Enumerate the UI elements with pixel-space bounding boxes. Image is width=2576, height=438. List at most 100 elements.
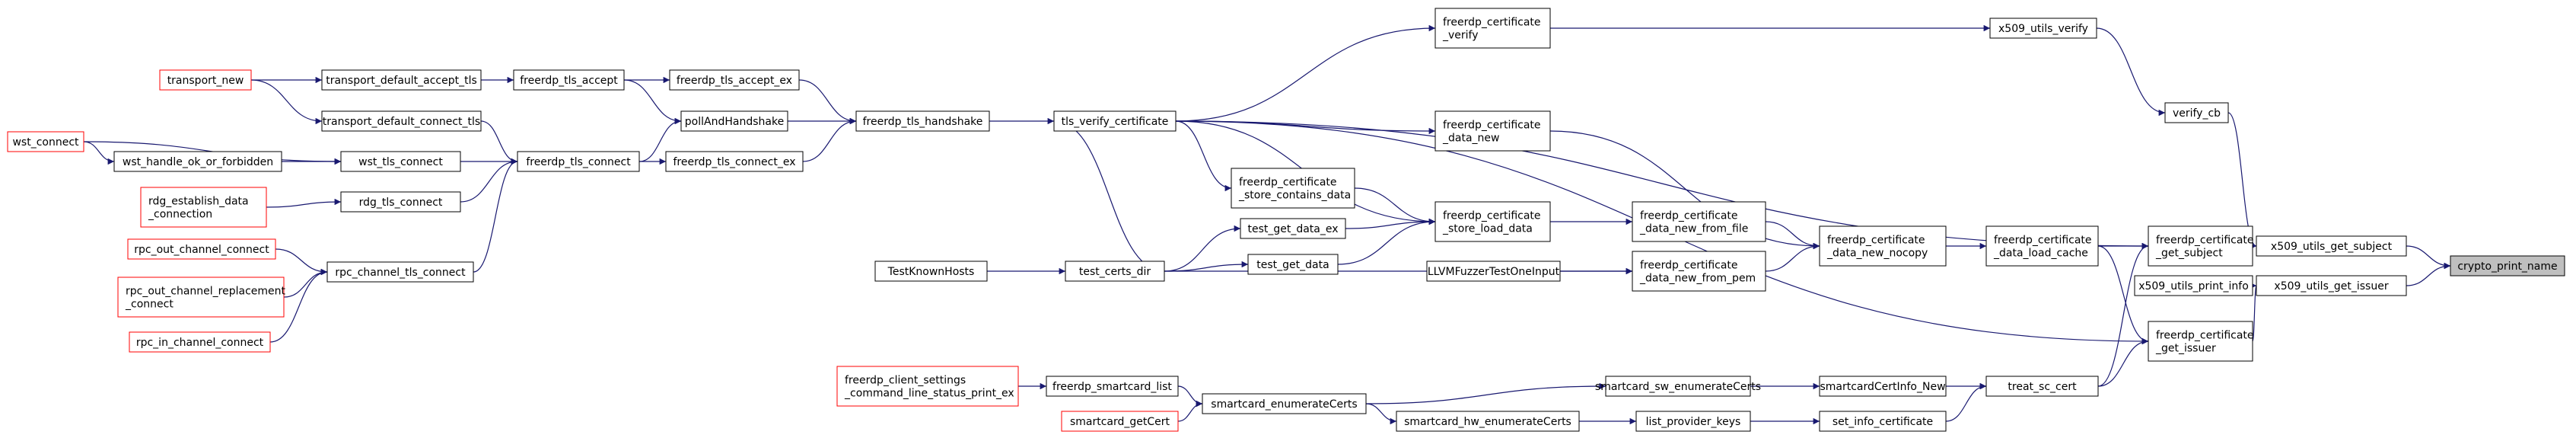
node-box-smartcard_enumerateCerts[interactable] [1202, 393, 1367, 414]
node-x509_utils_print_info[interactable]: x509_utils_print_info [2134, 275, 2253, 296]
node-box-TestKnownHosts[interactable] [874, 261, 988, 282]
node-box-smartcardCertInfo_New[interactable] [1819, 376, 1947, 397]
node-treat_sc_cert[interactable]: treat_sc_cert [1985, 376, 2099, 397]
node-box-test_get_data[interactable] [1247, 254, 1339, 275]
node-transport_new[interactable]: transport_new [159, 69, 252, 91]
node-box-crypto_print_name[interactable] [2450, 255, 2565, 277]
node-box-transport_new[interactable] [159, 69, 252, 91]
node-box-freerdp_tls_accept_ex[interactable] [669, 69, 800, 91]
node-set_info_certificate[interactable]: set_info_certificate [1819, 411, 1947, 432]
node-box-x509_utils_get_subject[interactable] [2256, 235, 2407, 257]
node-transport_default_connect_tls[interactable]: transport_default_connect_tls [321, 110, 482, 132]
node-freerdp_certificate_data_new_nocopy[interactable]: freerdp_certificate_data_new_nocopy [1819, 225, 1947, 267]
node-box-treat_sc_cert[interactable] [1985, 376, 2099, 397]
node-box-freerdp_certificate_data_new_from_file[interactable] [1632, 201, 1766, 242]
node-freerdp_certificate_store_load_data[interactable]: freerdp_certificate_store_load_data [1434, 201, 1551, 242]
node-box-x509_utils_get_issuer[interactable] [2256, 275, 2407, 296]
node-rpc_out_channel_connect[interactable]: rpc_out_channel_connect [127, 238, 276, 260]
node-freerdp_client_settings_command_line_status_print_ex[interactable]: freerdp_client_settings_command_line_sta… [836, 366, 1019, 407]
node-freerdp_tls_accept[interactable]: freerdp_tls_accept [513, 69, 625, 91]
node-rdg_establish_data_connection[interactable]: rdg_establish_data_connection [140, 187, 267, 228]
node-wst_tls_connect[interactable]: wst_tls_connect [340, 151, 461, 172]
node-x509_utils_get_subject[interactable]: x509_utils_get_subject [2256, 235, 2407, 257]
node-box-test_certs_dir[interactable] [1065, 261, 1165, 282]
node-list_provider_keys[interactable]: list_provider_keys [1635, 411, 1751, 432]
node-box-smartcard_sw_enumerateCerts[interactable] [1605, 376, 1751, 397]
node-freerdp_certificate_verify[interactable]: freerdp_certificate_verify [1434, 8, 1551, 49]
node-pollAndHandshake[interactable]: pollAndHandshake [680, 110, 788, 132]
node-rdg_tls_connect[interactable]: rdg_tls_connect [340, 191, 461, 213]
node-box-freerdp_client_settings_command_line_status_print_ex[interactable] [836, 366, 1019, 407]
node-freerdp_certificate_data_new[interactable]: freerdp_certificate_data_new [1434, 110, 1551, 152]
node-smartcardCertInfo_New[interactable]: smartcardCertInfo_New [1819, 376, 1947, 397]
node-box-rpc_in_channel_connect[interactable] [129, 331, 271, 353]
node-smartcard_sw_enumerateCerts[interactable]: smartcard_sw_enumerateCerts [1595, 376, 1761, 397]
node-box-freerdp_tls_accept[interactable] [513, 69, 625, 91]
node-box-freerdp_tls_connect[interactable] [517, 151, 640, 172]
node-crypto_print_name[interactable]: crypto_print_name [2450, 255, 2565, 277]
node-freerdp_tls_connect_ex[interactable]: freerdp_tls_connect_ex [665, 151, 804, 172]
node-box-pollAndHandshake[interactable] [680, 110, 788, 132]
node-smartcard_getCert[interactable]: smartcard_getCert [1061, 411, 1179, 432]
node-box-rpc_out_channel_replacement_connect[interactable] [117, 277, 285, 318]
node-wst_connect[interactable]: wst_connect [7, 131, 84, 152]
node-test_get_data[interactable]: test_get_data [1247, 254, 1339, 275]
node-box-x509_utils_print_info[interactable] [2134, 275, 2253, 296]
node-freerdp_certificate_data_load_cache[interactable]: freerdp_certificate_data_load_cache [1985, 225, 2099, 267]
node-box-transport_default_connect_tls[interactable] [321, 110, 482, 132]
node-box-test_get_data_ex[interactable] [1240, 218, 1346, 239]
node-box-freerdp_tls_connect_ex[interactable] [665, 151, 804, 172]
node-box-wst_connect[interactable] [7, 131, 84, 152]
node-freerdp_certificate_get_subject[interactable]: freerdp_certificate_get_subject [2148, 225, 2254, 267]
node-box-wst_tls_connect[interactable] [340, 151, 461, 172]
node-freerdp_certificate_data_new_from_file[interactable]: freerdp_certificate_data_new_from_file [1632, 201, 1766, 242]
node-box-freerdp_certificate_get_issuer[interactable] [2148, 321, 2253, 362]
node-freerdp_tls_connect[interactable]: freerdp_tls_connect [517, 151, 640, 172]
node-x509_utils_verify[interactable]: x509_utils_verify [1989, 18, 2097, 39]
node-box-freerdp_certificate_verify[interactable] [1434, 8, 1551, 49]
node-freerdp_certificate_data_new_from_pem[interactable]: freerdp_certificate_data_new_from_pem [1632, 251, 1766, 292]
node-box-rdg_establish_data_connection[interactable] [140, 187, 267, 228]
node-box-freerdp_certificate_data_load_cache[interactable] [1985, 225, 2099, 267]
node-box-freerdp_certificate_data_new_from_pem[interactable] [1632, 251, 1766, 292]
node-box-freerdp_tls_handshake[interactable] [855, 110, 990, 132]
node-freerdp_certificate_store_contains_data[interactable]: freerdp_certificate_store_contains_data [1231, 168, 1355, 209]
node-freerdp_certificate_get_issuer[interactable]: freerdp_certificate_get_issuer [2148, 321, 2254, 362]
node-box-freerdp_certificate_store_contains_data[interactable] [1231, 168, 1355, 209]
node-rpc_in_channel_connect[interactable]: rpc_in_channel_connect [129, 331, 271, 353]
node-box-freerdp_certificate_data_new_nocopy[interactable] [1819, 225, 1947, 267]
node-box-rpc_out_channel_connect[interactable] [127, 238, 276, 260]
node-test_certs_dir[interactable]: test_certs_dir [1065, 261, 1165, 282]
node-rpc_out_channel_replacement_connect[interactable]: rpc_out_channel_replacement_connect [117, 277, 286, 318]
node-box-set_info_certificate[interactable] [1819, 411, 1947, 432]
node-box-transport_default_accept_tls[interactable] [321, 69, 482, 91]
node-test_get_data_ex[interactable]: test_get_data_ex [1240, 218, 1346, 239]
node-tls_verify_certificate[interactable]: tls_verify_certificate [1053, 110, 1177, 132]
node-smartcard_hw_enumerateCerts[interactable]: smartcard_hw_enumerateCerts [1396, 411, 1580, 432]
node-box-freerdp_certificate_get_subject[interactable] [2148, 225, 2253, 267]
node-LLVMFuzzerTestOneInput[interactable]: LLVMFuzzerTestOneInput [1426, 261, 1561, 282]
node-box-freerdp_smartcard_list[interactable] [1046, 376, 1179, 397]
node-wst_handle_ok_or_forbidden[interactable]: wst_handle_ok_or_forbidden [113, 151, 282, 172]
node-freerdp_tls_accept_ex[interactable]: freerdp_tls_accept_ex [669, 69, 800, 91]
node-box-rpc_channel_tls_connect[interactable] [326, 261, 474, 283]
node-box-x509_utils_verify[interactable] [1989, 18, 2097, 39]
node-verify_cb[interactable]: verify_cb [2164, 102, 2229, 123]
node-box-freerdp_certificate_store_load_data[interactable] [1434, 201, 1551, 242]
node-transport_default_accept_tls[interactable]: transport_default_accept_tls [321, 69, 482, 91]
node-box-tls_verify_certificate[interactable] [1053, 110, 1177, 132]
node-freerdp_tls_handshake[interactable]: freerdp_tls_handshake [855, 110, 990, 132]
node-box-freerdp_certificate_data_new[interactable] [1434, 110, 1551, 152]
node-box-verify_cb[interactable] [2164, 102, 2229, 123]
node-box-wst_handle_ok_or_forbidden[interactable] [113, 151, 282, 172]
node-x509_utils_get_issuer[interactable]: x509_utils_get_issuer [2256, 275, 2407, 296]
node-TestKnownHosts[interactable]: TestKnownHosts [874, 261, 988, 282]
node-smartcard_enumerateCerts[interactable]: smartcard_enumerateCerts [1202, 393, 1367, 414]
node-box-smartcard_getCert[interactable] [1061, 411, 1179, 432]
node-rpc_channel_tls_connect[interactable]: rpc_channel_tls_connect [326, 261, 474, 283]
node-freerdp_smartcard_list[interactable]: freerdp_smartcard_list [1046, 376, 1179, 397]
node-box-smartcard_hw_enumerateCerts[interactable] [1396, 411, 1580, 432]
node-box-list_provider_keys[interactable] [1635, 411, 1751, 432]
node-box-LLVMFuzzerTestOneInput[interactable] [1426, 261, 1561, 282]
node-box-rdg_tls_connect[interactable] [340, 191, 461, 213]
